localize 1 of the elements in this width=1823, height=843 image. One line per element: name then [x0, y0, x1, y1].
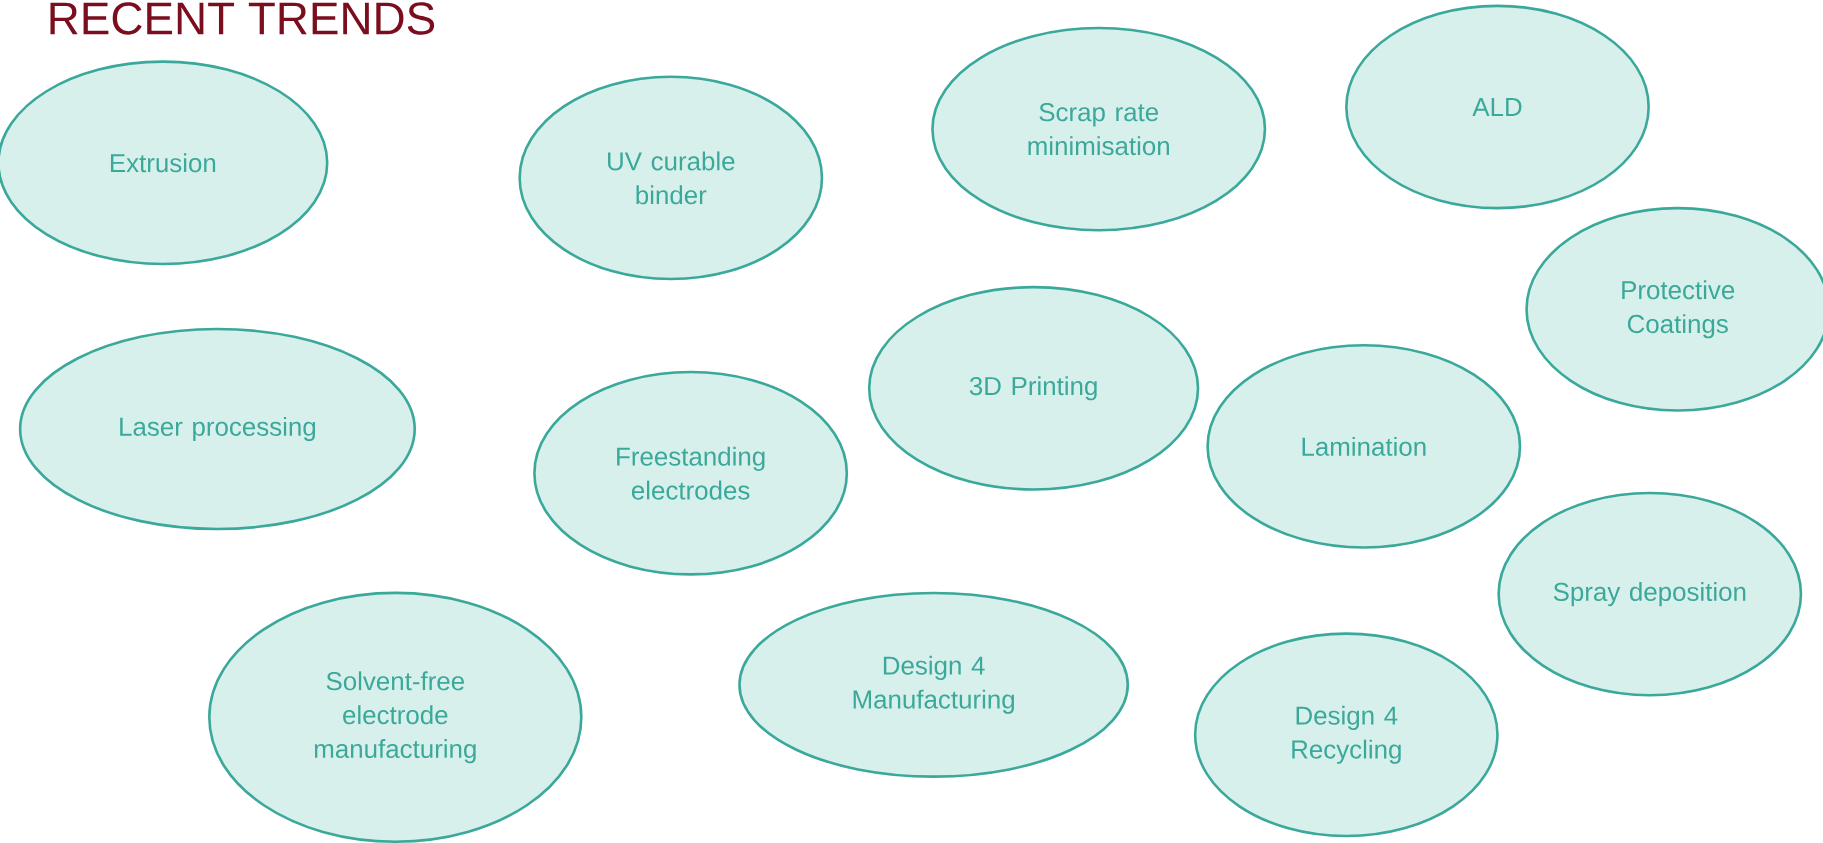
title: RECENT TRENDS [50, 2, 435, 35]
